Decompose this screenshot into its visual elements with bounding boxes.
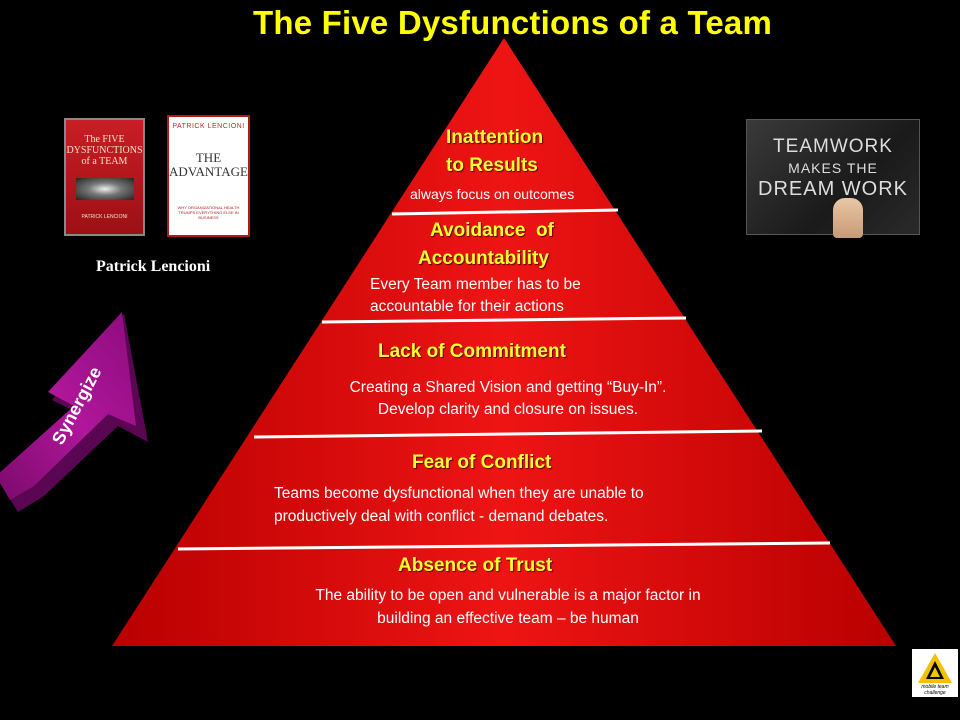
teamwork-chalkboard-image: TEAMWORK MAKES THE DREAM WORK <box>746 119 920 238</box>
level-2-desc-line2: accountable for their actions <box>370 298 564 315</box>
book2-title: THE ADVANTAGE <box>169 150 248 179</box>
logo: mobile team challenge <box>912 649 958 697</box>
book-cover-the-advantage: PATRICK LENCIONI THE ADVANTAGE WHY ORGAN… <box>167 115 250 237</box>
slide-title: The Five Dysfunctions of a Team <box>252 4 773 41</box>
chalk-line2: MAKES THE <box>788 160 878 176</box>
divider-line-2 <box>321 316 687 324</box>
level-4-desc-line2: productively deal with conflict - demand… <box>274 508 609 525</box>
level-1-title-line1: Inattention <box>446 127 544 148</box>
chalk-line1: TEAMWORK <box>773 136 893 157</box>
pyramid-shape <box>112 38 896 646</box>
book1-author: PATRICK LENCIONI <box>81 214 128 220</box>
divider-line-1 <box>391 208 619 216</box>
divider-line-4 <box>177 541 831 551</box>
book-cover-five-dysfunctions: The FIVE DYSFUNCTIONS of a TEAM PATRICK … <box>64 118 145 236</box>
level-3-desc-line2: Develop clarity and closure on issues. <box>377 401 639 418</box>
level-4-desc-line1: Teams become dysfunctional when they are… <box>274 485 644 502</box>
level-5-title: Absence of Trust <box>398 555 553 576</box>
level-1-desc: always focus on outcomes <box>410 186 575 202</box>
logo-text: mobile team challenge <box>921 684 949 696</box>
book1-title: The FIVE DYSFUNCTIONS of a TEAM <box>66 134 143 167</box>
level-3-title: Lack of Commitment <box>378 341 566 362</box>
level-2-desc-line1: Every Team member has to be <box>370 276 581 293</box>
author-label: Patrick Lencioni <box>96 258 211 275</box>
book2-author: PATRICK LENCIONI <box>172 123 245 130</box>
divider-line-3 <box>253 429 763 439</box>
level-5-desc-line2: building an effective team – be human <box>377 610 639 627</box>
synergize-arrow: Synergize <box>0 312 148 512</box>
level-2-title-line2: Accountability <box>418 248 549 269</box>
chalk-line3: DREAM WORK <box>758 178 908 200</box>
level-2-title-line1: Avoidance of <box>430 220 554 241</box>
arrow-body <box>0 312 136 500</box>
level-1-title-line2: to Results <box>446 155 538 176</box>
logo-icon <box>918 653 952 683</box>
hand-with-chalk <box>833 198 863 238</box>
level-4-title: Fear of Conflict <box>412 452 552 473</box>
book2-subtitle: WHY ORGANIZATIONAL HEALTH TRUMPS EVERYTH… <box>177 205 240 220</box>
book1-cover-art <box>76 178 134 200</box>
level-5-desc-line1: The ability to be open and vulnerable is… <box>315 587 701 604</box>
level-3-desc-line1: Creating a Shared Vision and getting “Bu… <box>349 379 667 396</box>
